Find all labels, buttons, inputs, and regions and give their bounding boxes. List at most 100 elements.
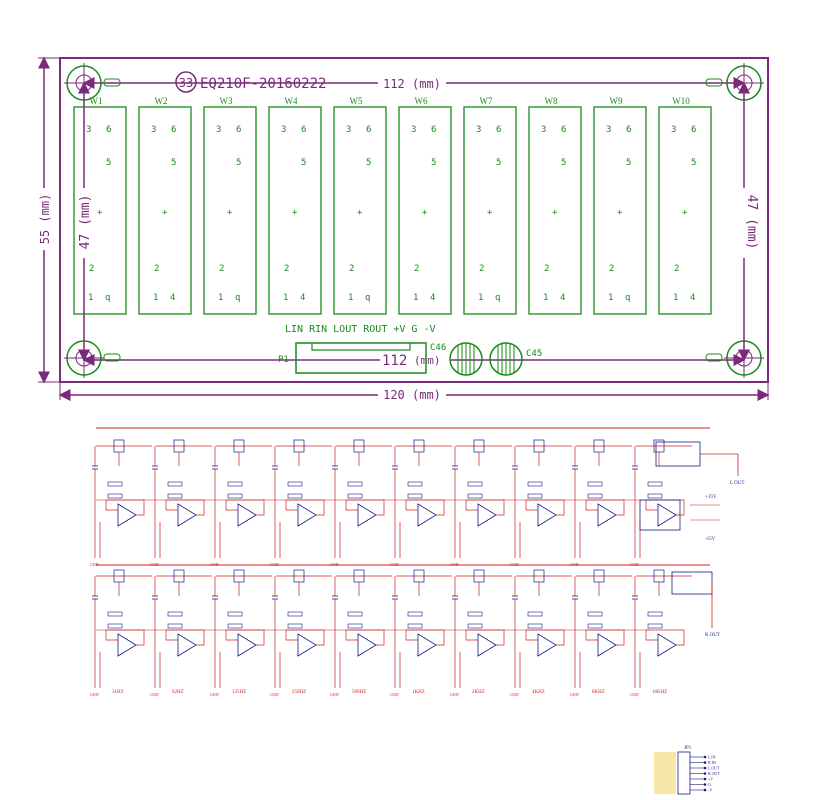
eq-stage-5: GND [330,439,392,567]
board-code-circle [175,71,197,93]
pot-pin-4: 4 [300,293,305,303]
pot-pin-3: 3 [281,125,286,135]
pot-center: + [617,208,623,218]
gnd-label: GND [630,692,639,697]
eq-stage-11: GND [90,569,152,697]
gnd-label: GND [150,562,159,567]
header-pin-label: G [708,782,711,787]
eq-stage-7: GND [450,439,512,567]
connector-ref: P1 [278,355,289,365]
freq-label-4khz: 4KHZ [532,690,545,695]
pot-pin-1: 1 [88,293,93,303]
pot-pin-4: q [625,293,630,303]
pcb-layout: 120 (mm) 55 (mm) 112 (mm) 112 (mm) 47 (m… [37,56,770,402]
pot-pin-2: 2 [414,264,419,274]
mounting-hole-br [705,338,764,378]
eq-stage-15: GND [330,569,392,697]
pot-ref-label: W2 [155,96,168,106]
pot-pin-4: q [495,293,500,303]
pot-center: + [682,208,688,218]
pot-pin-6: 6 [496,125,501,135]
pot-pin-5: 5 [301,158,306,168]
pot-pin-1: 1 [478,293,483,303]
pot-ref-label: W10 [672,96,690,106]
eq-stage-14: GND [270,569,332,697]
freq-label-31hz: 31HZ [112,690,124,695]
gnd-label: GND [330,692,339,697]
gnd-label: GND [90,562,99,567]
pot-center: + [357,208,363,218]
dim-bottom-unit: (mm) [414,354,441,367]
pot-pin-6: 6 [626,125,631,135]
pot-pin-1: 1 [348,293,353,303]
pot-ref-label: W8 [545,96,558,106]
header-pin-label: -V [708,788,712,793]
header-ref: JP1 [684,746,692,751]
pot-pin-3: 3 [346,125,351,135]
freq-label-500hz: 500HZ [352,690,366,695]
schematic-row-right-channel: GND GND GND GND GND GND GND GND GND GND [90,564,710,697]
gnd-label: GND [210,562,219,567]
pot-pin-3: 3 [411,125,416,135]
connector-pins-label: LIN RIN LOUT ROUT +V G -V [285,324,436,335]
pot-pin-6: 6 [691,125,696,135]
pot-pin-5: 5 [561,158,566,168]
board-label: EQ210F-20160222 [200,76,326,92]
pot-ref-label: W1 [90,96,103,106]
pot-ref-label: W9 [610,96,623,106]
pot-center: + [552,208,558,218]
header-pin-label: R IN [708,760,716,765]
freq-label-8khz: 8KHZ [592,690,605,695]
pot-pin-3: 3 [606,125,611,135]
dim-overall-label: 120 (mm) [383,388,441,402]
eq-stage-13: GND [210,569,272,697]
output-stage-left: L OUT +15V -15V [639,441,744,542]
pot-pin-6: 6 [301,125,306,135]
eq-stage-9: GND [570,439,632,567]
pot-pin-5: 5 [106,158,111,168]
gnd-label: GND [150,692,159,697]
pot-ref-label: W5 [350,96,363,106]
gnd-label: GND [330,562,339,567]
output-left-label: L OUT [730,481,744,486]
eq-stage-17: GND [450,569,512,697]
pot-ref-label: W3 [220,96,233,106]
output-right-label: R OUT [705,633,720,638]
freq-label-250hz: 250HZ [292,690,306,695]
eq-stage-20: GND [630,569,692,697]
pot-pin-1: 1 [543,293,548,303]
pot-pin-4: 4 [690,293,695,303]
pot-pin-2: 2 [544,264,549,274]
pot-pin-5: 5 [496,158,501,168]
pot-pin-5: 5 [236,158,241,168]
gnd-label: GND [390,692,399,697]
gnd-label: GND [90,692,99,697]
gnd-label: GND [270,692,279,697]
pot-pin-3: 3 [86,125,91,135]
pot-pin-3: 3 [151,125,156,135]
pot-pin-2: 2 [609,264,614,274]
board-outline [59,57,769,383]
pot-center: + [227,208,233,218]
pot-pin-4: 4 [560,293,565,303]
gnd-label: GND [570,692,579,697]
pot-pin-5: 5 [626,158,631,168]
pot-center: + [162,208,168,218]
gnd-label: GND [210,692,219,697]
dim-height-label: 55 (mm) [38,194,52,245]
pot-pin-6: 6 [106,125,111,135]
eq-stage-3: GND [210,439,272,567]
pot-ref-label: W4 [285,96,298,106]
pot-pin-6: 6 [171,125,176,135]
pot-pin-4: 4 [430,293,435,303]
mounting-hole-tr [705,63,764,103]
